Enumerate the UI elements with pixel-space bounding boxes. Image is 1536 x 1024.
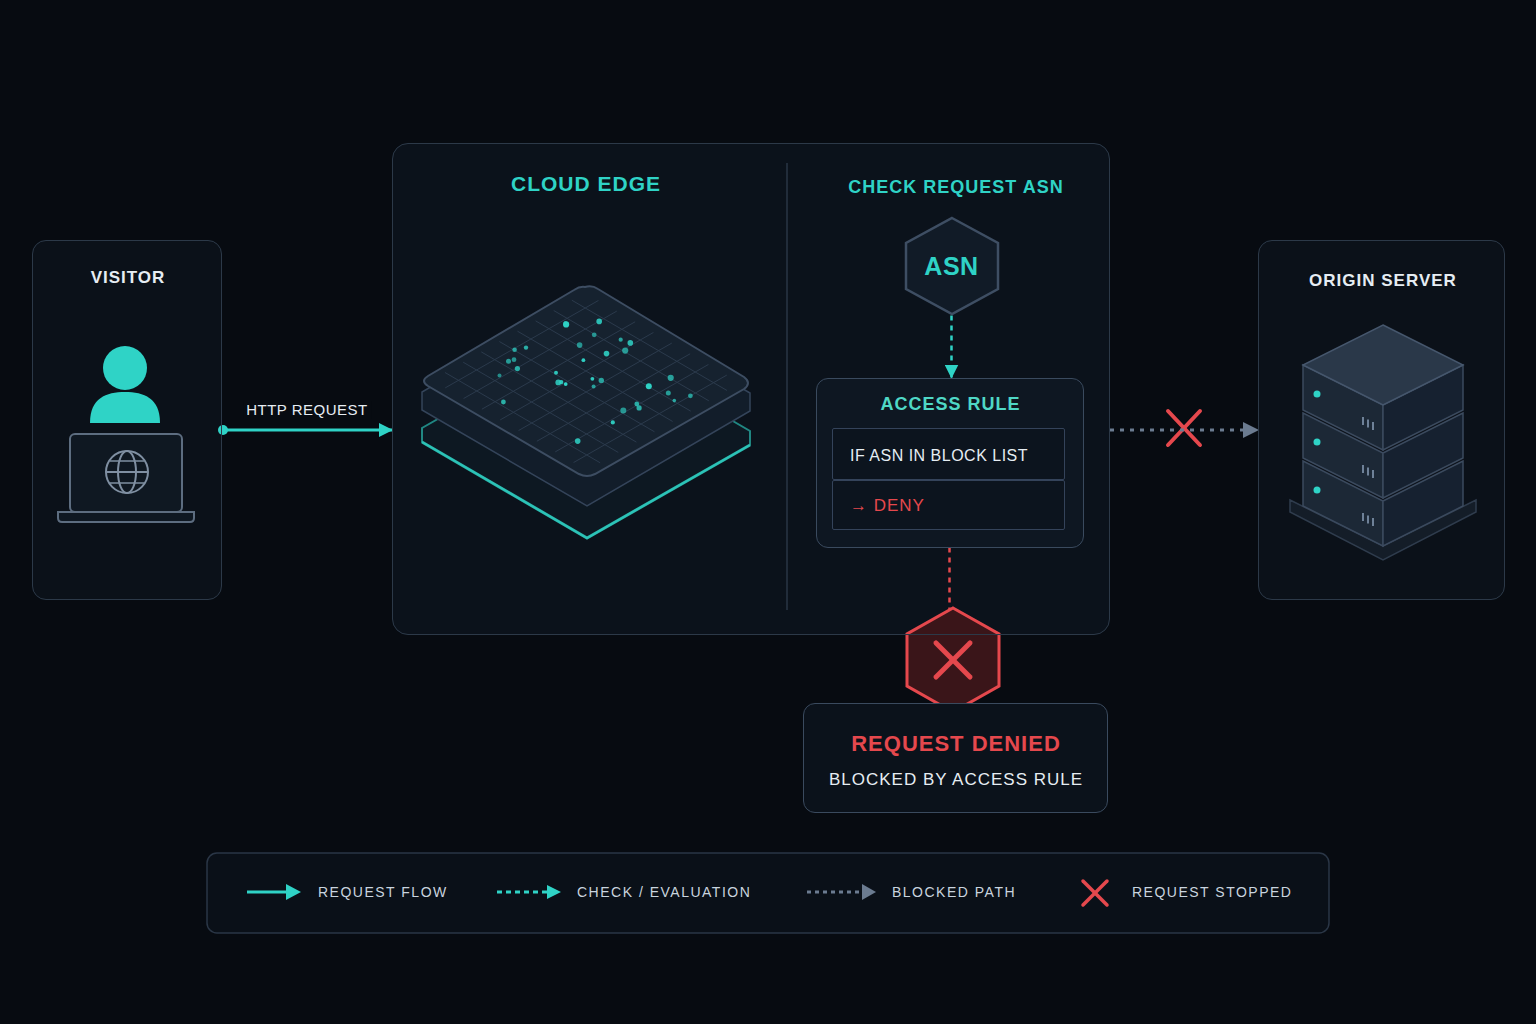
cloud-edge-panel: CLOUD EDGE CHECK REQUEST ASN ASN ACCESS RUL…: [392, 143, 1110, 635]
node-subtext: BLOCKED BY ACCESS RULE: [829, 770, 1083, 790]
rule-condition-row: IF ASN IN BLOCK LIST: [832, 428, 1065, 480]
panel-divider: [786, 163, 788, 610]
deny-line: [948, 548, 951, 704]
node-heading: CLOUD EDGE: [511, 171, 661, 196]
node-heading: ORIGIN SERVER: [1309, 271, 1457, 291]
node-heading: REQUEST DENIED: [851, 731, 1061, 757]
rule-action-row: → DENY: [832, 480, 1065, 530]
legend-text: REQUEST STOPPED: [1132, 884, 1292, 901]
check-arrow: [950, 316, 953, 378]
server-stack-icon: [1290, 325, 1476, 560]
node-heading: ASN: [924, 251, 978, 281]
panel-ground: [392, 143, 1110, 635]
node-heading: IF ASN IN BLOCK LIST: [850, 446, 1028, 465]
legend-text: CHECK / EVALUATION: [577, 884, 751, 901]
legend-text: REQUEST FLOW: [318, 884, 448, 901]
edge-network-slab: [422, 286, 750, 538]
blocked-path: [1110, 429, 1258, 432]
stop-hexagon: [907, 608, 999, 712]
edge-label: HTTP REQUEST: [243, 401, 371, 419]
legend-frame: [207, 853, 1329, 933]
blocked-x: [1168, 411, 1200, 445]
denied-box: REQUEST DENIED BLOCKED BY ACCESS RULE: [803, 703, 1108, 813]
asn-hexagon: ASN: [904, 216, 1000, 316]
visitor-icon: [58, 346, 194, 522]
node-heading: → DENY: [850, 496, 925, 516]
visitor-ground: [32, 240, 222, 600]
origin-server-box: ORIGIN SERVER: [1258, 240, 1505, 600]
legend-samples: [247, 881, 1107, 905]
legend-text: BLOCKED PATH: [892, 884, 1016, 901]
origin-ground: [1258, 240, 1505, 600]
visitor-box: VISITOR: [32, 240, 222, 600]
request-arrow: [222, 429, 392, 432]
node-heading: ACCESS RULE: [880, 394, 1020, 416]
request-origin-dot: [218, 425, 228, 435]
access-rule-box: ACCESS RULE IF ASN IN BLOCK LIST → DENY: [816, 378, 1084, 548]
node-subtext: CHECK REQUEST ASN: [848, 177, 1063, 199]
node-heading: VISITOR: [91, 268, 166, 288]
